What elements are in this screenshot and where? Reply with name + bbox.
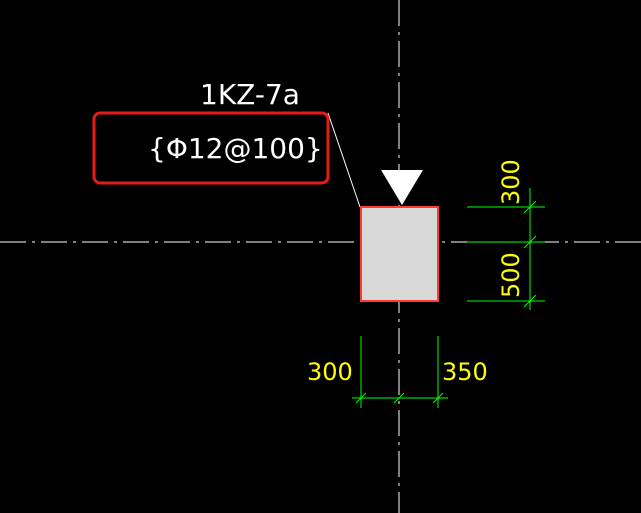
- leader-line: [327, 112, 361, 208]
- dimension-tick-right: [432, 392, 444, 404]
- dimension-left-label: 300: [307, 358, 353, 386]
- rebar-annotation: {Φ12@100}: [148, 132, 323, 165]
- dimension-tick-bottom: [523, 294, 537, 308]
- highlight-box: [92, 111, 330, 185]
- dimension-tick-center: [393, 392, 405, 404]
- dimension-right-label: 350: [442, 358, 488, 386]
- dimension-tick-top: [523, 200, 537, 214]
- dimension-tick-middle: [523, 235, 537, 249]
- column-label: 1KZ-7a: [200, 78, 300, 111]
- triangle-down-icon: [381, 170, 423, 205]
- dimension-tick-left: [355, 392, 367, 404]
- dimension-top-label: 300: [497, 159, 525, 205]
- dimension-bottom-label: 500: [497, 252, 525, 298]
- column-rectangle[interactable]: [360, 206, 439, 302]
